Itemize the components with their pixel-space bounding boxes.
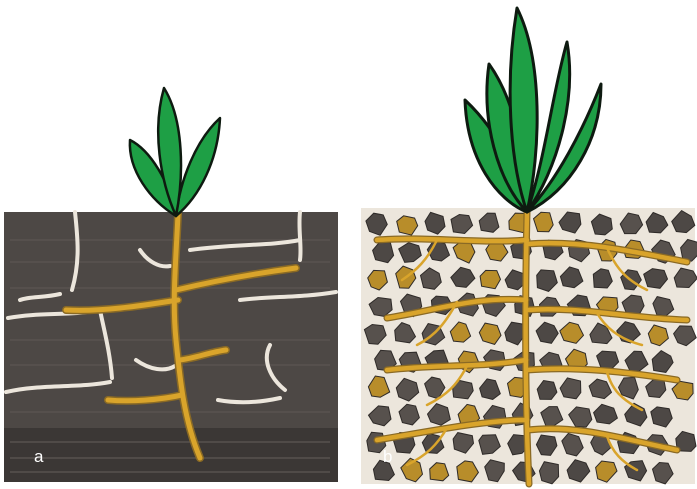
compacted-soil-illustration — [0, 0, 340, 489]
deep-soil-layer — [4, 428, 338, 482]
panel-a: a — [0, 0, 340, 489]
panel-a-label: a — [34, 447, 43, 467]
leaf — [176, 118, 220, 216]
panel-b-label: b — [383, 447, 392, 467]
plant-shoot — [465, 8, 601, 212]
panel-b: b — [357, 0, 697, 489]
aggregated-soil-illustration — [357, 0, 697, 489]
seedling-shoot — [130, 88, 220, 216]
